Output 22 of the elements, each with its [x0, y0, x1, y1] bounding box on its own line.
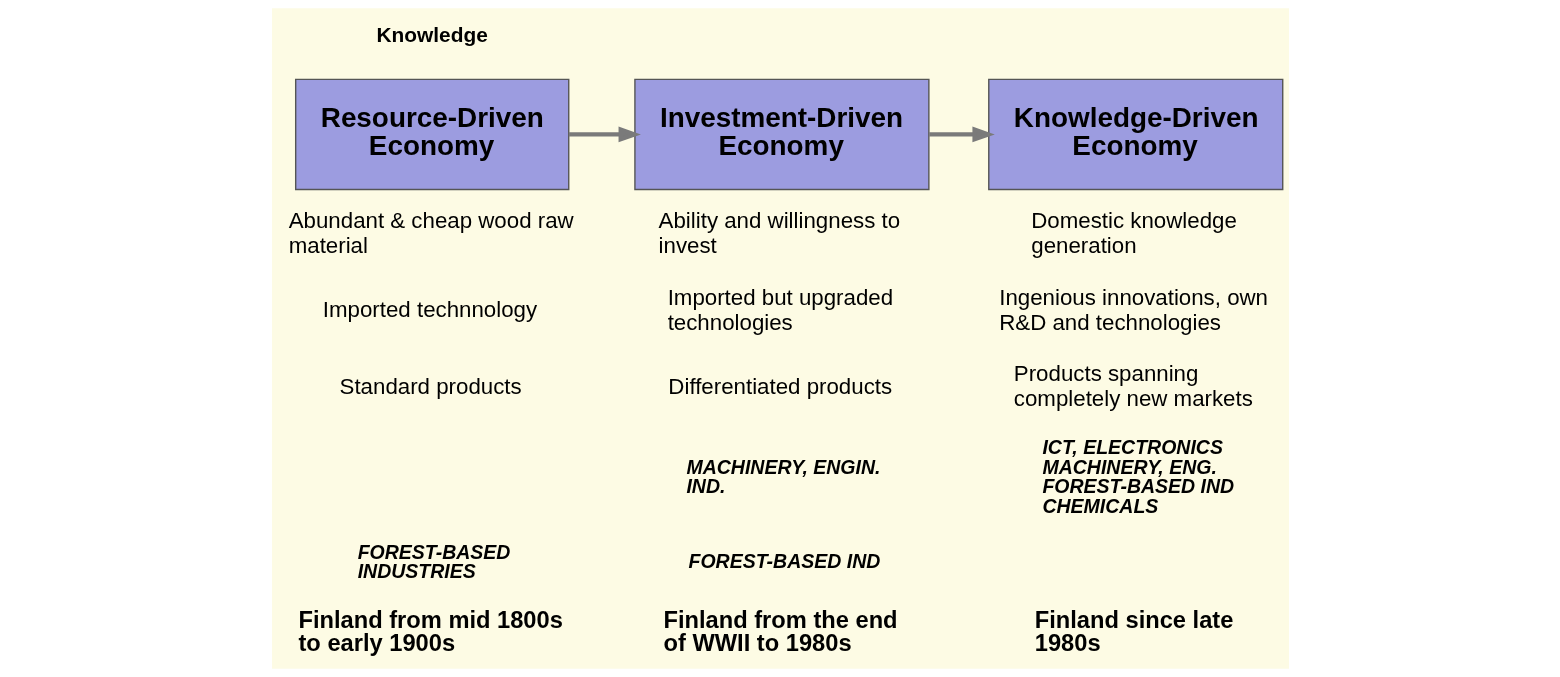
label: Standard products [339, 373, 522, 399]
label: Knowledge [375, 23, 488, 47]
label: Abundant & cheap wood raw material [288, 208, 574, 259]
label: FOREST-BASED IND [688, 549, 880, 572]
arrow [928, 126, 995, 143]
label: MACHINERY, ENGIN. IND. [685, 455, 880, 498]
label: ICT, ELECTRONICS MACHINERY, ENG. FOREST-BASED IND CHEMICALS [1041, 436, 1234, 517]
label: Domestic knowledge generation [1030, 208, 1237, 259]
label: Imported but upgraded technologies [667, 284, 893, 335]
label: Differentiated products [667, 373, 892, 399]
label: Products spanning completely new markets [1013, 361, 1253, 412]
label: Ingenious innovations, own R&D and technologies [998, 284, 1268, 335]
label: FOREST-BASED INDUSTRIES [357, 540, 510, 583]
node-box: Knowledge-Driven Economy [987, 78, 1283, 191]
node-box: Resource-Driven Economy [294, 78, 569, 191]
label: Imported technnology [322, 297, 537, 323]
node-box: Investment-Driven Economy [633, 78, 930, 191]
label: Finland from the end of WWII to 1980s [662, 606, 898, 657]
label: Ability and willingness to invest [658, 208, 900, 259]
arrow [568, 126, 641, 143]
label: Finland from mid 1800s to early 1900s [297, 606, 563, 657]
label: Finland since late 1980s [1034, 606, 1233, 657]
